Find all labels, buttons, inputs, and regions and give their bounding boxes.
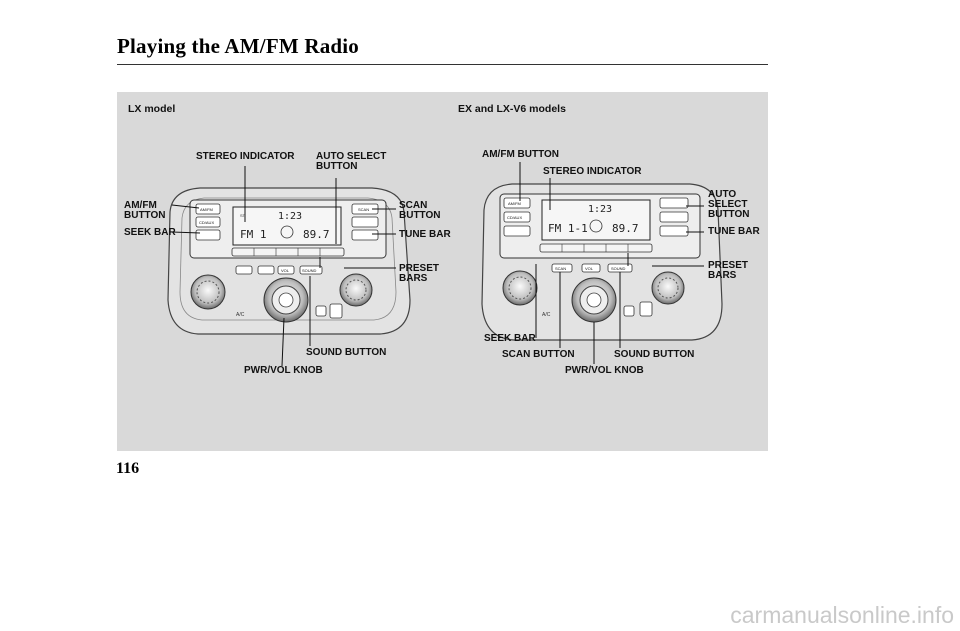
ex-display-clock: 1:23 bbox=[588, 204, 612, 215]
ex-ac-label: A/C bbox=[542, 312, 551, 318]
page-number: 116 bbox=[116, 460, 140, 477]
lx-display-freq: 89.7 bbox=[303, 228, 330, 241]
lx-auto-select-label: AUTO SELECT BUTTON bbox=[316, 151, 387, 172]
ex-stereo-indicator-label: STEREO INDICATOR bbox=[543, 166, 642, 177]
lx-scan-label: SCAN BUTTON bbox=[399, 200, 441, 221]
ex-radio-unit: 1:23 FM 1-1 89.7 AM/FM CD/AUX SCAN VOL S… bbox=[481, 183, 723, 341]
lx-sound-key-label: SOUND bbox=[302, 268, 317, 273]
lx-leader-lines bbox=[171, 166, 396, 367]
lx-display-band: FM 1 bbox=[240, 228, 267, 241]
lx-amfm-label: AM/FM BUTTON bbox=[124, 200, 166, 221]
ex-tune-bar-label: TUNE BAR bbox=[708, 226, 760, 237]
ex-auto-select-label: AUTO SELECT BUTTON bbox=[708, 189, 750, 220]
ex-seek-bar-label: SEEK BAR bbox=[484, 333, 536, 344]
ex-preset-bars-label: PRESET BARS bbox=[708, 260, 749, 281]
lx-vol-key-label: VOL bbox=[281, 268, 290, 273]
ex-pwr-vol-label: PWR/VOL KNOB bbox=[565, 365, 644, 376]
lx-amfm-key-label: AM/FM bbox=[200, 207, 213, 212]
ex-sound-key-label: SOUND bbox=[611, 266, 626, 271]
ex-sound-button-label: SOUND BUTTON bbox=[614, 349, 695, 360]
lx-seek-bar-label: SEEK BAR bbox=[124, 227, 176, 238]
lx-radio-unit: 1:23 FM 1 89.7 ST AM/FM CD/AUX SCAN VOL … bbox=[167, 187, 411, 335]
ex-display-band: FM 1-1 bbox=[548, 222, 588, 235]
lx-stereo-indicator-label: STEREO INDICATOR bbox=[196, 151, 295, 162]
lx-ac-label: A/C bbox=[236, 312, 245, 318]
page-title: Playing the AM/FM Radio bbox=[117, 34, 360, 58]
ex-leader-lines bbox=[519, 162, 704, 364]
lx-pwr-vol-label: PWR/VOL KNOB bbox=[244, 365, 323, 376]
title-rule bbox=[117, 64, 768, 65]
ex-section-label: EX and LX-V6 models bbox=[458, 103, 566, 115]
lx-tune-bar-label: TUNE BAR bbox=[399, 229, 451, 240]
lx-cdaux-key-label: CD/AUX bbox=[199, 220, 214, 225]
lx-sound-button-label: SOUND BUTTON bbox=[306, 347, 387, 358]
ex-display-freq: 89.7 bbox=[612, 222, 639, 235]
ex-vol-key-label: VOL bbox=[585, 266, 594, 271]
ex-cdaux-key-label: CD/AUX bbox=[507, 215, 522, 220]
lx-scan-key-label: SCAN bbox=[358, 207, 369, 212]
ex-amfm-key-label: AM/FM bbox=[508, 201, 521, 206]
lx-display-clock: 1:23 bbox=[278, 211, 302, 222]
watermark: carmanualsonline.info bbox=[730, 602, 954, 628]
lx-section-label: LX model bbox=[128, 103, 176, 115]
ex-scan-key-label: SCAN bbox=[555, 266, 566, 271]
lx-preset-bars-label: PRESET BARS bbox=[399, 263, 440, 284]
ex-scan-label: SCAN BUTTON bbox=[502, 349, 575, 360]
svg-text:ST: ST bbox=[240, 213, 246, 218]
ex-amfm-label: AM/FM BUTTON bbox=[482, 149, 560, 160]
